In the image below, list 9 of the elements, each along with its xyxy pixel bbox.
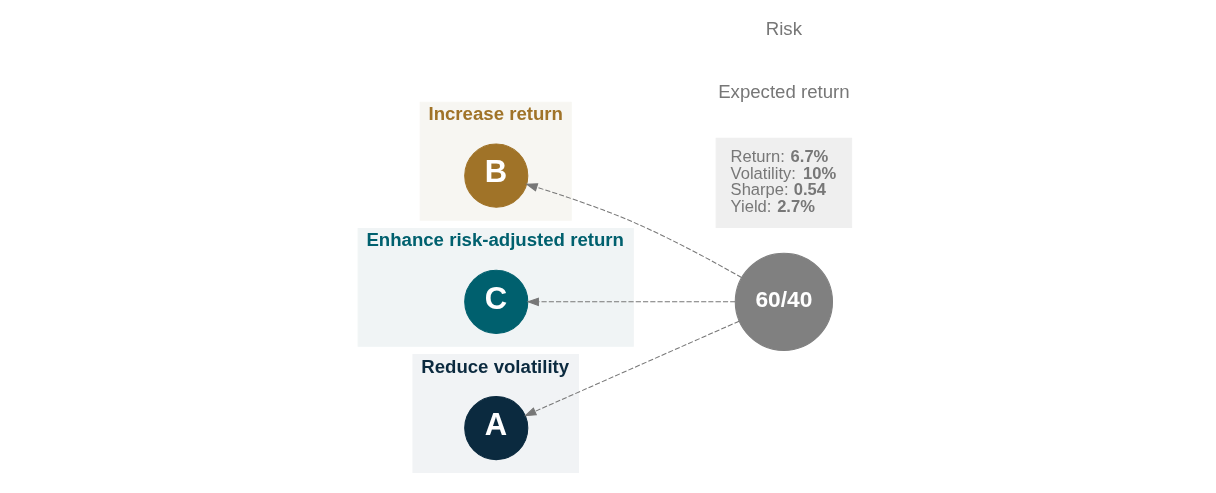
arrow [525, 183, 743, 279]
label: Risk [765, 18, 802, 40]
node-circle: C [464, 269, 529, 334]
node-circle: 60/40 [734, 252, 834, 351]
node-circle: A [464, 396, 529, 461]
arrow [523, 320, 740, 417]
node-circle: B [464, 143, 529, 208]
arrow [526, 297, 736, 307]
label: Expected return [718, 81, 850, 103]
